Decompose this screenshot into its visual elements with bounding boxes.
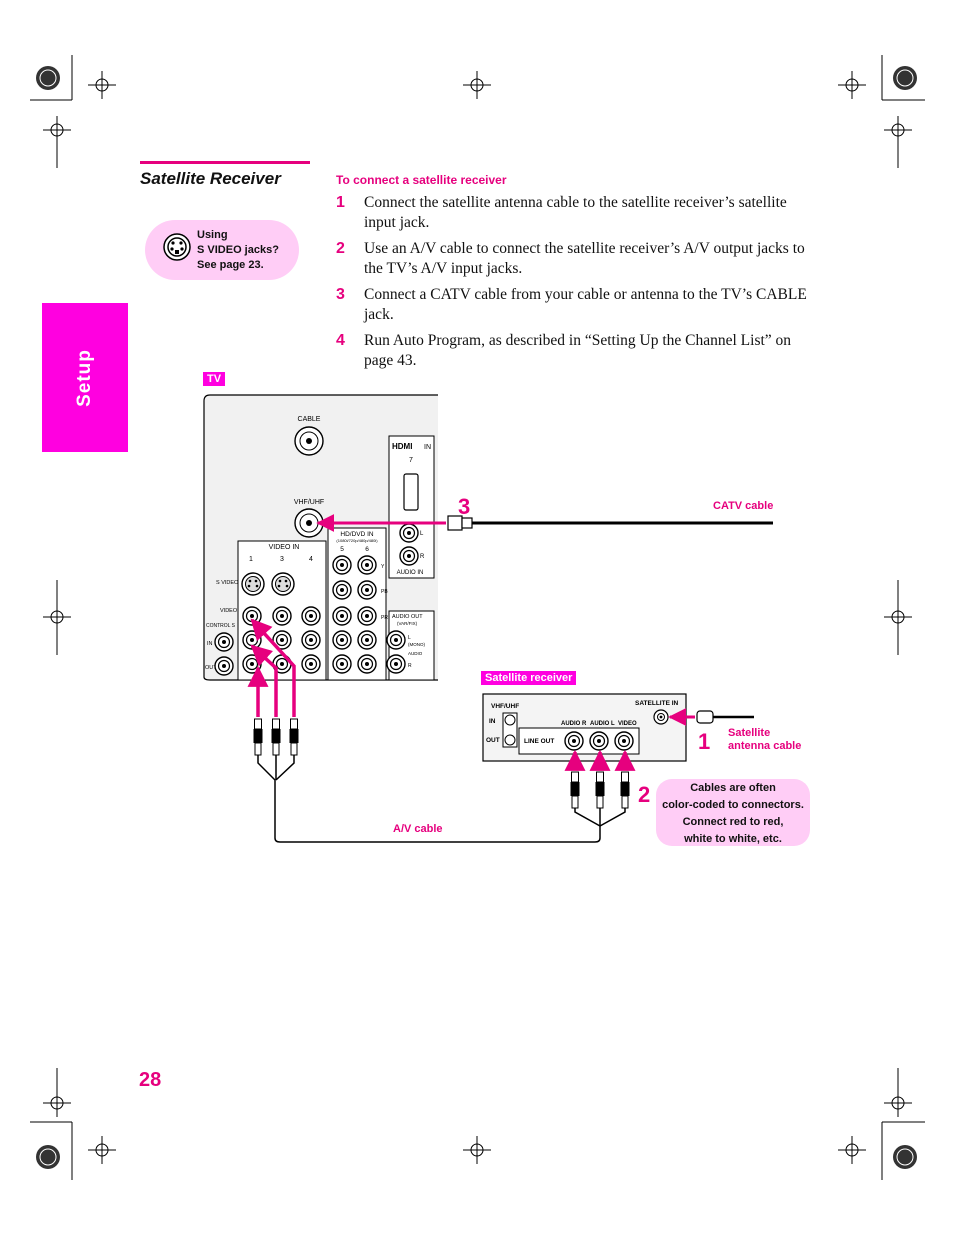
step-item: 3 Connect a CATV cable from your cable o…	[336, 285, 816, 325]
note-line-3: Connect red to red,	[682, 816, 784, 828]
side-tab: Setup	[42, 303, 128, 452]
tip-line-3: See page 23.	[197, 259, 264, 271]
rx-audio-r: AUDIO R	[561, 721, 587, 727]
av-plug-icon	[253, 718, 263, 756]
step-text: Connect a CATV cable from your cable or …	[364, 286, 807, 323]
rx-vhf-label: VHF/UHF	[491, 703, 519, 710]
video-col-4: 4	[309, 556, 313, 563]
hd-col-5: 5	[340, 546, 344, 553]
catv-cable-label: CATV cable	[713, 500, 774, 512]
note-bubble: Cables are often color-coded to connecto…	[656, 779, 810, 846]
out-l-label: L	[408, 635, 411, 641]
control-s-label: CONTROL S	[206, 623, 236, 629]
video-label: VIDEO	[220, 608, 238, 614]
rx-in-label: IN	[489, 718, 496, 725]
tip-bubble: Using S VIDEO jacks? See page 23.	[145, 220, 299, 280]
tv-cable-label: CABLE	[298, 416, 321, 423]
cs-out-label: OUT	[205, 665, 217, 671]
section-rule	[140, 161, 310, 164]
audio-in-l: L	[420, 531, 424, 537]
hdmi-label: HDMI	[392, 442, 412, 451]
satellite-receiver-panel: SATELLITE IN VHF/UHF IN OUT LINE OUT AUD…	[482, 693, 687, 762]
tv-vhf-label: VHF/UHF	[294, 499, 324, 506]
s-video-label: S VIDEO	[216, 580, 239, 586]
callout-3: 3	[458, 494, 470, 519]
section-title: Satellite Receiver	[140, 169, 281, 188]
audio-in-r: R	[420, 554, 425, 560]
cs-in-label: IN	[207, 641, 213, 647]
step-item: 1 Connect the satellite antenna cable to…	[336, 193, 816, 233]
var-fix-label: (VAR/FIX)	[397, 621, 418, 626]
av-cable	[257, 755, 626, 843]
s-video-jack-icon	[163, 233, 191, 261]
video-col-1: 1	[249, 556, 253, 563]
av-plug-icon	[595, 771, 605, 809]
note-line-1: Cables are often	[690, 782, 776, 794]
callout-2: 2	[638, 782, 650, 807]
hd-dvd-label: HD/DVD IN	[340, 531, 374, 538]
catv-cable	[316, 514, 773, 532]
tv-back-panel: CABLE VHF/UHF HDMI IN 7 L R AUDIO IN VID…	[203, 394, 438, 681]
av-plug-icon	[289, 718, 299, 756]
out-r-label: R	[408, 663, 412, 669]
av-plug-icon	[271, 718, 281, 756]
rx-out-label: OUT	[486, 737, 500, 744]
sat-in-label: SATELLITE IN	[635, 700, 679, 707]
hd-col-6: 6	[365, 546, 369, 553]
satellite-antenna-cable	[668, 708, 754, 726]
step-number: 4	[336, 332, 345, 349]
tv-label: TV	[203, 372, 226, 386]
pb-label: PB	[381, 589, 388, 595]
hdmi-7-label: 7	[409, 457, 413, 464]
video-in-label: VIDEO IN	[269, 544, 300, 551]
pr-label: PR	[381, 615, 388, 621]
note-line-4: white to white, etc.	[684, 833, 782, 845]
audio-out-label: AUDIO OUT	[392, 614, 423, 620]
tip-line-2: S VIDEO jacks?	[197, 244, 279, 256]
step-item: 4 Run Auto Program, as described in “Set…	[336, 331, 816, 371]
audio-in-label: AUDIO IN	[397, 570, 424, 576]
step-text: Run Auto Program, as described in “Setti…	[364, 332, 792, 369]
step-number: 3	[336, 286, 345, 303]
rx-audio-l: AUDIO L	[590, 721, 615, 727]
step-number: 2	[336, 240, 345, 257]
av-plug-icon	[570, 771, 580, 809]
step-number: 1	[336, 194, 345, 211]
av-cable-label: A/V cable	[393, 823, 443, 835]
video-col-3: 3	[280, 556, 284, 563]
rx-video: VIDEO	[618, 721, 637, 727]
step-text: Connect the satellite antenna cable to t…	[364, 194, 787, 231]
callout-1: 1	[698, 729, 710, 754]
y-label: Y	[381, 564, 385, 570]
hd-res-label: (1080i/720p/480p/480i)	[336, 538, 378, 543]
hdmi-in-label: IN	[424, 444, 431, 451]
rosette-icon	[36, 66, 917, 1169]
av-plug-icon	[620, 771, 630, 809]
sub-heading: To connect a satellite receiver	[336, 173, 507, 187]
step-list: 1 Connect the satellite antenna cable to…	[336, 193, 816, 377]
line-out-label: LINE OUT	[524, 738, 554, 745]
satellite-antenna-cable-label: Satellite antenna cable	[728, 727, 802, 752]
mono-label: (MONO)	[408, 642, 425, 647]
page-number: 28	[139, 1069, 162, 1091]
note-line-2: color-coded to connectors.	[662, 799, 804, 811]
satellite-receiver-label: Satellite receiver	[481, 671, 577, 685]
step-text: Use an A/V cable to connect the satellit…	[364, 240, 805, 277]
audio-label: AUDIO	[408, 651, 423, 656]
step-item: 2 Use an A/V cable to connect the satell…	[336, 239, 816, 279]
tip-line-1: Using	[197, 229, 228, 241]
